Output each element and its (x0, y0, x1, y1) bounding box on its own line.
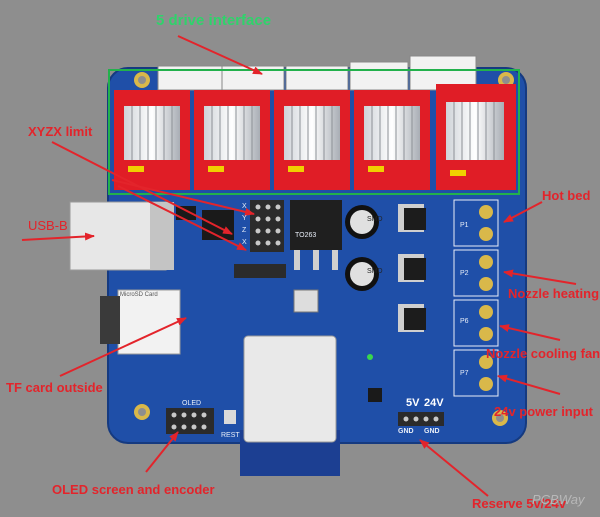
silk-24v-label: 24V (424, 397, 444, 409)
arrow-drive-1 (177, 35, 263, 75)
power-input-label: 24v power input (494, 404, 593, 419)
capacitor-smd-label-1: SMD (367, 268, 383, 275)
drive-interface-frame (108, 69, 520, 195)
limit-y-label: Y (242, 215, 247, 222)
oled-encoder-label: OLED screen and encoder (52, 482, 215, 497)
arrow-oled (145, 431, 179, 473)
arrow-reserve (419, 439, 489, 497)
chips (176, 200, 382, 402)
limit-x2-label: X (242, 239, 247, 246)
silk-gnd-right-label: GND (424, 428, 440, 435)
arrow-limit-3 (117, 185, 247, 251)
rest-silk-label: REST (221, 432, 240, 439)
terminal-blocks (453, 199, 499, 397)
silk-5v-label: 5V (406, 397, 420, 409)
limit-header (250, 200, 284, 252)
nozzle-cooling-fan-label: Nozzle cooling fan (486, 346, 600, 361)
arrow-usb (21, 232, 95, 241)
esp32-module (240, 335, 340, 476)
chip-to263-label: TO263 (295, 232, 317, 239)
reset-button (224, 410, 236, 424)
usb-b-label: USB-B (28, 218, 68, 233)
arrow-nozzle-heating (503, 269, 577, 285)
terminal-p1-label: P1 (460, 222, 469, 229)
arrow-limit-2 (111, 179, 255, 216)
jumper-header (234, 264, 286, 278)
xyzx-limit-label: XYZX limit (28, 124, 93, 139)
stepper-driver-2 (194, 90, 270, 190)
annotation-arrows (21, 35, 577, 497)
terminal-p7-label: P7 (460, 370, 469, 377)
terminal-p2-label: P2 (460, 270, 469, 277)
pcbway-watermark: PCBWay (532, 492, 585, 507)
arrow-cooling-fan (499, 324, 561, 341)
arrow-hot-bed (503, 201, 543, 223)
heatsink-fins (131, 102, 495, 160)
status-led (367, 354, 373, 360)
terminal-p6-label: P6 (460, 318, 469, 325)
mosfets (398, 204, 426, 332)
arrow-power-input (497, 374, 561, 395)
stepper-driver-3 (274, 90, 350, 190)
reserve-header (398, 412, 444, 426)
capacitors (345, 205, 379, 291)
nozzle-heating-label: Nozzle heating (508, 286, 600, 301)
driver-connectors (157, 55, 477, 91)
arrow-tf-card (59, 317, 187, 377)
drive-interface-label: 5 drive interface (156, 12, 272, 29)
silk-gnd-left-label: GND (398, 428, 414, 435)
stepper-driver-5 (436, 84, 516, 190)
limit-x-label: X (242, 203, 247, 210)
microsd-card (100, 289, 181, 355)
oled-silk-label: OLED (182, 400, 202, 407)
stepper-driver-4 (354, 90, 430, 190)
tf-card-label: TF card outside (6, 380, 103, 395)
microsd-silk-label: MicroSD Card (120, 292, 158, 298)
capacitor-smd-label-2: SMD (367, 216, 383, 223)
stepper-driver-1 (114, 90, 190, 190)
reserve-label: Reserve 5v/24v (472, 496, 566, 511)
limit-z-label: Z (242, 227, 247, 234)
hot-bed-label: Hot bed (542, 188, 591, 203)
oled-header (166, 408, 214, 434)
